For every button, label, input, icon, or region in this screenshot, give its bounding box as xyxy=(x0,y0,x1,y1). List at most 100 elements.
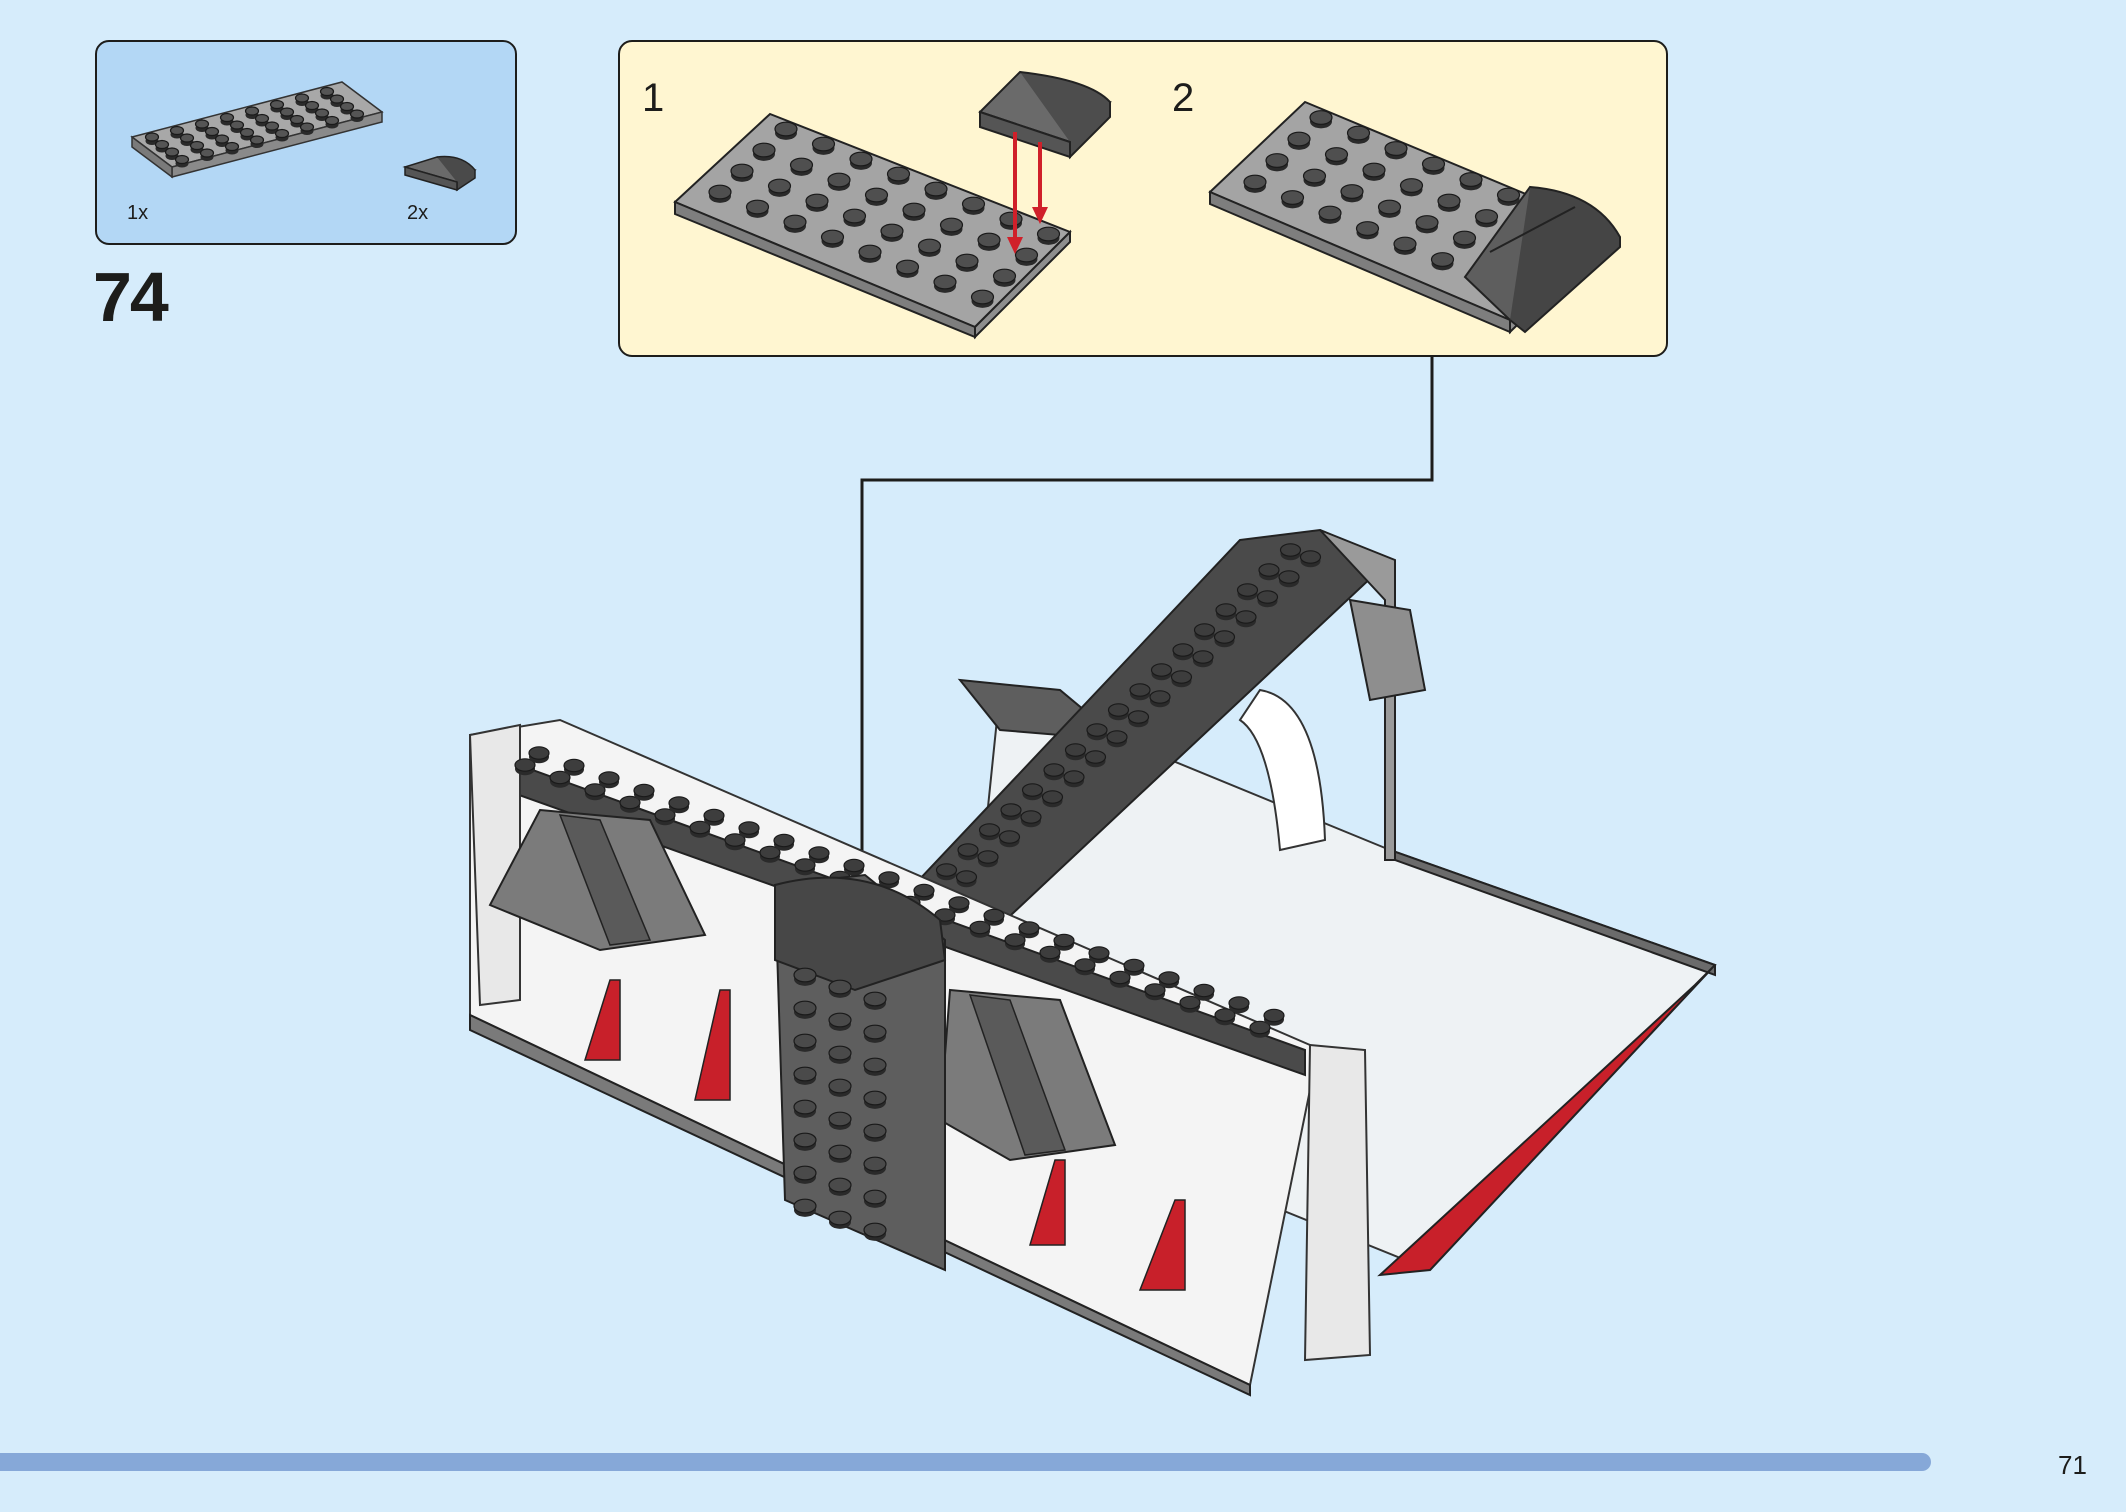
stud xyxy=(529,750,549,764)
stud xyxy=(1279,574,1299,588)
stud xyxy=(794,1203,816,1217)
stud xyxy=(1299,550,1322,564)
stud xyxy=(1437,193,1461,209)
stud xyxy=(633,783,655,798)
stud xyxy=(1384,141,1408,156)
stud xyxy=(584,783,606,797)
stud xyxy=(914,883,936,897)
studs-icon xyxy=(793,967,887,1241)
stud xyxy=(864,1194,886,1208)
stud xyxy=(1278,570,1300,584)
stud xyxy=(1088,946,1110,960)
stud xyxy=(794,1104,816,1118)
stud xyxy=(992,268,1017,284)
stud xyxy=(299,122,315,132)
stud xyxy=(1194,627,1215,641)
stud xyxy=(863,1156,887,1172)
sub-assembly-box: 1 2 xyxy=(618,40,1668,357)
stud xyxy=(634,788,654,801)
stud xyxy=(977,850,999,864)
stud xyxy=(1064,743,1087,757)
stud xyxy=(1237,587,1258,601)
stud xyxy=(842,208,867,224)
stud xyxy=(214,134,230,144)
stud xyxy=(1236,583,1259,597)
stud xyxy=(1300,554,1321,568)
stud xyxy=(1150,663,1173,677)
stud xyxy=(324,115,340,126)
stud xyxy=(1193,623,1216,637)
stud xyxy=(863,1123,887,1139)
stud xyxy=(935,894,955,908)
stud xyxy=(794,1005,816,1019)
stud xyxy=(829,1149,851,1163)
sub-assembly-illustration xyxy=(673,70,1621,340)
stud xyxy=(690,825,710,838)
stud xyxy=(1054,938,1074,951)
stud xyxy=(759,845,781,860)
stud xyxy=(924,181,948,197)
stud xyxy=(1110,975,1130,988)
stud xyxy=(864,1161,886,1175)
stud xyxy=(863,1090,887,1106)
stud xyxy=(827,172,851,188)
stud xyxy=(1192,650,1214,664)
stud xyxy=(829,1050,851,1064)
page-progress-bar xyxy=(0,1453,2026,1471)
stud xyxy=(895,259,920,275)
stud xyxy=(1193,983,1215,998)
plate-icon xyxy=(673,112,1072,340)
stud xyxy=(970,289,995,305)
stud xyxy=(774,121,798,137)
stud xyxy=(843,858,865,873)
parts-illustration xyxy=(130,81,477,192)
stud xyxy=(1250,1025,1270,1038)
stud xyxy=(1021,783,1044,797)
stud xyxy=(219,112,235,123)
stud xyxy=(773,833,795,848)
stud xyxy=(767,178,792,194)
stud xyxy=(936,867,957,881)
stud xyxy=(1216,607,1236,621)
stud xyxy=(1452,230,1477,246)
stud xyxy=(189,140,205,151)
stud xyxy=(269,99,285,110)
stud xyxy=(1004,933,1026,947)
stud xyxy=(1109,970,1131,985)
stud xyxy=(1215,603,1237,617)
stud xyxy=(264,121,280,131)
stud xyxy=(319,86,335,97)
stud xyxy=(999,211,1023,227)
stud xyxy=(829,1182,851,1196)
stud xyxy=(1264,1013,1284,1026)
stud xyxy=(669,800,689,814)
callout-line xyxy=(860,357,1434,880)
stud xyxy=(794,1137,816,1151)
stud xyxy=(739,825,759,839)
stud xyxy=(858,244,882,260)
stud xyxy=(983,908,1005,923)
stud xyxy=(809,850,829,864)
stud xyxy=(805,193,829,209)
stud xyxy=(1287,131,1311,147)
stud xyxy=(1179,995,1201,1010)
stud xyxy=(828,1111,852,1127)
stud xyxy=(1063,770,1085,784)
stud xyxy=(828,1210,852,1226)
stud xyxy=(1228,996,1250,1010)
stud xyxy=(864,1227,886,1241)
stud xyxy=(1086,723,1108,737)
stud xyxy=(1128,714,1149,728)
stud xyxy=(598,771,620,785)
stud xyxy=(254,113,270,124)
stud xyxy=(1377,199,1402,215)
stud xyxy=(900,900,920,913)
stud xyxy=(1039,945,1061,960)
stud xyxy=(793,1033,817,1049)
stud xyxy=(878,871,900,885)
stud xyxy=(224,141,240,152)
stud xyxy=(1229,1000,1249,1014)
stud xyxy=(154,139,170,150)
stud xyxy=(1236,614,1256,628)
stud xyxy=(863,991,887,1007)
